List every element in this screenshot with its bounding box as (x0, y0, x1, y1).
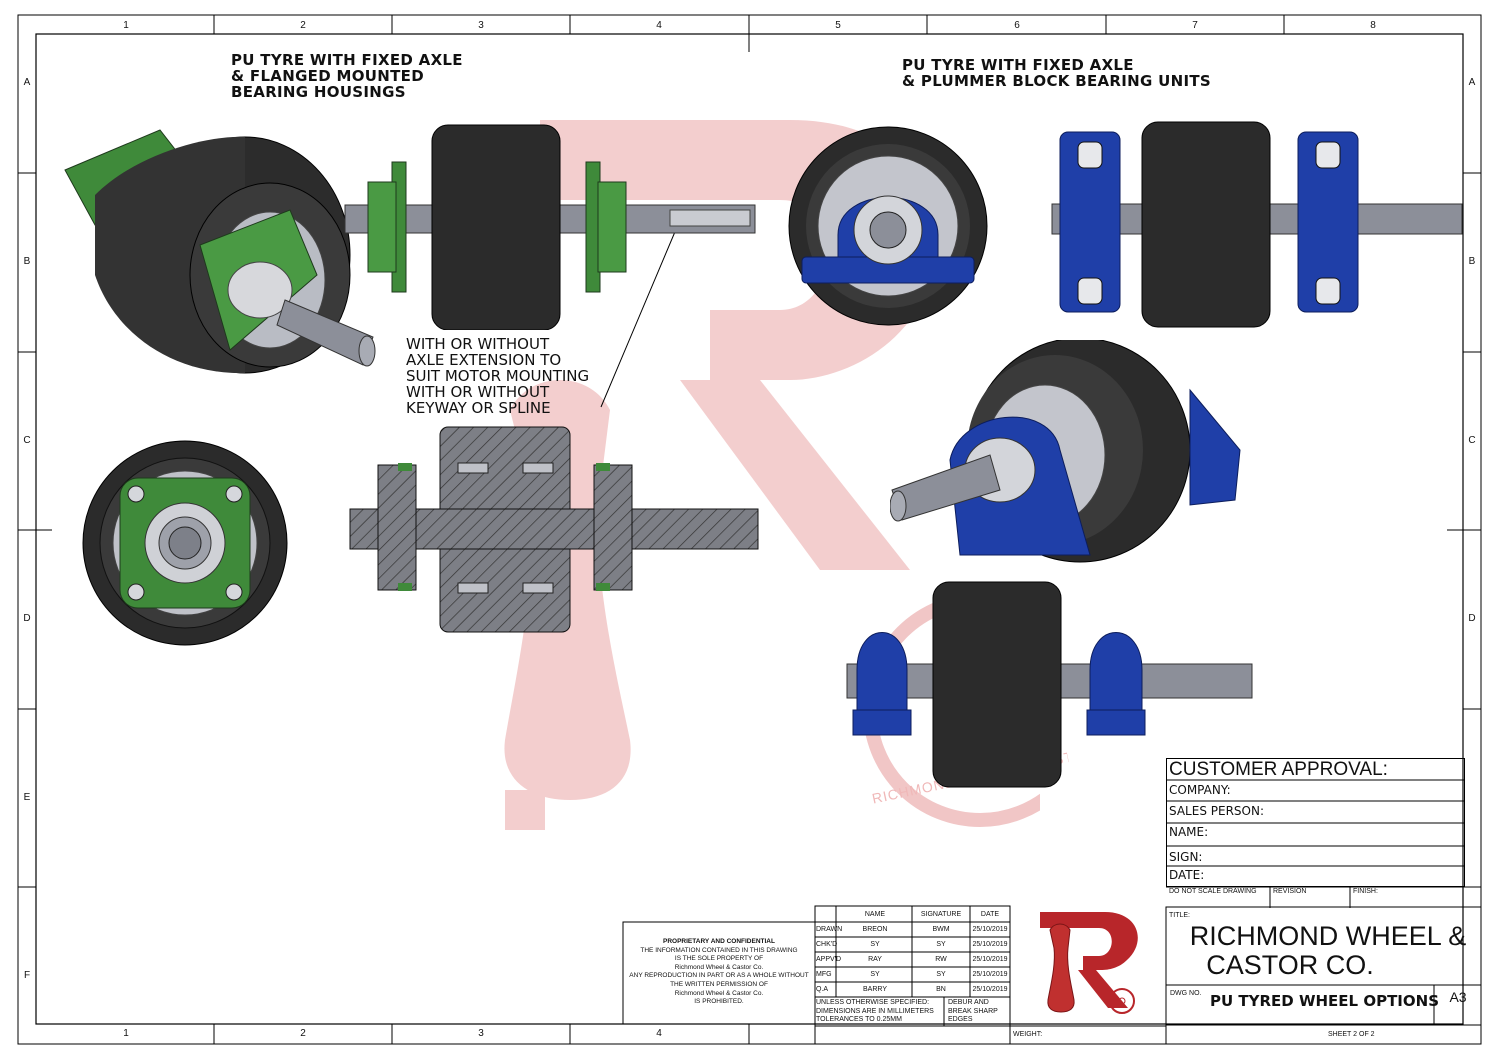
col-header-name: NAME (864, 911, 886, 918)
revision-label: REVISION (1273, 888, 1307, 895)
zone-col-2: 2 (300, 20, 306, 31)
plummer-wheel-side-view (1051, 121, 1463, 328)
role-checked: CHK'D (816, 941, 838, 948)
field-date: DATE: (1169, 868, 1205, 882)
proprietary-line: Richmond Wheel & Castor Co. (674, 963, 764, 971)
role-mfg: MFG (816, 971, 832, 978)
field-company: COMPANY: (1169, 783, 1231, 797)
proprietary-notice: PROPRIETARY AND CONFIDENTIAL THE INFORMA… (624, 938, 814, 1007)
proprietary-line: THE WRITTEN PERMISSION OF (670, 980, 768, 988)
proprietary-line: ANY REPRODUCTION IN PART OR AS A WHOLE W… (629, 972, 809, 980)
sheet-number: SHEET 2 OF 2 (1328, 1031, 1375, 1038)
zone-row-d-right: D (1468, 613, 1476, 624)
customer-approval-title: CUSTOMER APPROVAL: (1169, 759, 1388, 780)
date-checked: 25/10/2019 (972, 941, 1008, 948)
date-qa: 25/10/2019 (972, 986, 1008, 993)
customer-approval-grid (1166, 758, 1481, 908)
name-mfg: SY (870, 971, 880, 978)
col-header-signature: SIGNATURE (920, 911, 962, 918)
col-header-date: DATE (980, 911, 1000, 918)
zone-col-7: 7 (1192, 20, 1198, 31)
flanged-wheel-end-view (82, 440, 288, 646)
company-logo (1040, 912, 1138, 1014)
field-sign: SIGN: (1169, 850, 1203, 864)
zone-col-1: 1 (123, 20, 129, 31)
zone-col-3-bottom: 3 (478, 1028, 484, 1039)
signature-drawn: BWM (932, 926, 950, 933)
axle-extension-callout: WITH OR WITHOUT AXLE EXTENSION TO SUIT M… (406, 335, 590, 417)
plummer-wheel-front-view (846, 581, 1253, 788)
zone-row-e: E (23, 792, 31, 803)
axle-section-view (349, 426, 759, 633)
date-drawn: 25/10/2019 (972, 926, 1008, 933)
zone-col-1-bottom: 1 (123, 1028, 129, 1039)
company-name-line1: RICHMOND WHEEL & (1189, 921, 1467, 951)
weight-label: WEIGHT: (1013, 1031, 1043, 1038)
field-sales-person: SALES PERSON: (1169, 804, 1264, 818)
zone-row-c: C (23, 435, 31, 446)
sheet-size: A3 (1449, 989, 1467, 1005)
role-drawn: DRAWN (816, 926, 843, 933)
tolerance-note: UNLESS OTHERWISE SPECIFIED: DIMENSIONS A… (816, 999, 934, 1023)
zone-row-f: F (23, 970, 31, 981)
signature-approved: RW (935, 956, 947, 963)
proprietary-line: Richmond Wheel & Castor Co. (674, 989, 764, 997)
proprietary-line: IS THE SOLE PROPERTY OF (674, 955, 764, 963)
zone-col-4-bottom: 4 (656, 1028, 662, 1039)
zone-row-a-right: A (1468, 77, 1476, 88)
zone-col-8: 8 (1370, 20, 1376, 31)
title-block-grid (622, 905, 1482, 1045)
company-name-line2: CASTOR CO. (1206, 950, 1374, 980)
right-heading: PU TYRE WITH FIXED AXLE & PLUMMER BLOCK … (902, 56, 1211, 90)
left-heading: PU TYRE WITH FIXED AXLE & FLANGED MOUNTE… (231, 51, 463, 101)
flanged-wheel-isometric-view (64, 129, 376, 374)
proprietary-line: THE INFORMATION CONTAINED IN THIS DRAWIN… (640, 946, 798, 954)
date-approved: 25/10/2019 (972, 956, 1008, 963)
date-mfg: 25/10/2019 (972, 971, 1008, 978)
drawing-title: PU TYRED WHEEL OPTIONS (1210, 992, 1439, 1010)
name-checked: SY (870, 941, 880, 948)
proprietary-line: IS PROHIBITED. (694, 998, 744, 1006)
zone-row-a: A (23, 77, 31, 88)
signature-qa: BN (936, 986, 946, 993)
zone-col-4: 4 (656, 20, 662, 31)
field-name: NAME: (1169, 825, 1209, 839)
zone-col-5: 5 (835, 20, 841, 31)
plummer-wheel-end-view (788, 126, 988, 326)
finish-label: FINISH: (1353, 888, 1378, 895)
do-not-scale-note: DO NOT SCALE DRAWING (1169, 888, 1257, 895)
zone-row-b: B (23, 256, 31, 267)
role-approved: APPV'D (816, 956, 842, 963)
name-approved: RAY (868, 956, 882, 963)
zone-col-3: 3 (478, 20, 484, 31)
role-qa: Q.A (816, 986, 829, 993)
title-label: TITLE: (1169, 912, 1191, 919)
proprietary-heading: PROPRIETARY AND CONFIDENTIAL (663, 938, 775, 945)
callout-leader-line (600, 226, 678, 408)
signature-checked: SY (936, 941, 946, 948)
dwg-no-label: DWG NO. (1170, 990, 1202, 997)
flanged-wheel-side-view (344, 124, 756, 330)
zone-col-2-bottom: 2 (300, 1028, 306, 1039)
name-qa: BARRY (863, 986, 887, 993)
zone-col-6: 6 (1014, 20, 1020, 31)
name-drawn: BREON (862, 926, 888, 933)
zone-row-b-right: B (1468, 256, 1476, 267)
zone-row-d: D (23, 613, 31, 624)
plummer-wheel-isometric-view (890, 340, 1241, 563)
signature-mfg: SY (936, 971, 946, 978)
zone-row-c-right: C (1468, 435, 1476, 446)
deburr-note: DEBUR AND BREAK SHARP EDGES (948, 999, 998, 1023)
